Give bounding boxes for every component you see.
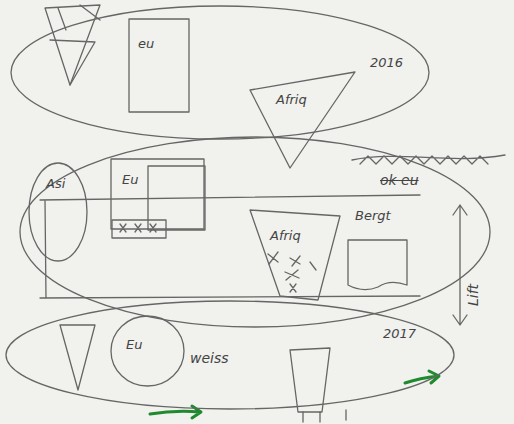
sketch-shape: eu bbox=[128, 18, 190, 113]
sketch-shape: Eu bbox=[110, 158, 205, 230]
double-arrow bbox=[453, 205, 467, 325]
shape-outline bbox=[10, 5, 430, 140]
sketch-shape: 2016 euAfriq bbox=[10, 5, 430, 140]
handwritten-text: 2017 bbox=[383, 326, 416, 342]
hatch-marks bbox=[268, 252, 316, 292]
triangle-sketch bbox=[45, 5, 100, 85]
shape-outline bbox=[128, 18, 190, 113]
shape-outline bbox=[248, 70, 358, 170]
note-label: weiss bbox=[190, 350, 229, 366]
shape-outline bbox=[110, 158, 205, 230]
tick-lines bbox=[303, 410, 346, 422]
sketch-shape: Afriq bbox=[248, 208, 343, 303]
side-label: Lift bbox=[465, 284, 481, 306]
frame-lines bbox=[40, 195, 420, 298]
sketch-shape: Eu bbox=[110, 315, 185, 387]
triangle-sketch bbox=[50, 5, 100, 85]
strike-scribble bbox=[352, 155, 505, 164]
star-marks bbox=[120, 224, 156, 232]
handwritten-text: Eu bbox=[126, 337, 142, 353]
shape-outline bbox=[248, 208, 343, 303]
sketch-shape: Bergt bbox=[345, 205, 413, 295]
handwritten-text: eu bbox=[138, 36, 154, 52]
sketch-shape: 2017Eu bbox=[5, 300, 455, 410]
sketch-shape: Afriq bbox=[248, 70, 358, 170]
sketch-shape: Asi bbox=[28, 162, 88, 262]
handwritten-text: 2016 bbox=[370, 55, 403, 71]
handwritten-text: Afriq bbox=[270, 228, 301, 244]
triangle-sketch bbox=[60, 325, 95, 390]
handwritten-text: Bergt bbox=[355, 208, 391, 224]
trapezoid-sketch bbox=[290, 348, 330, 412]
note-label: ok eu bbox=[380, 172, 419, 188]
band-outline bbox=[20, 137, 490, 327]
shape-outline bbox=[110, 315, 185, 387]
handwritten-text: Afriq bbox=[276, 92, 307, 108]
handwritten-text: Asi bbox=[46, 176, 65, 192]
handwritten-text: Eu bbox=[122, 172, 138, 188]
shape-outline bbox=[5, 300, 455, 410]
